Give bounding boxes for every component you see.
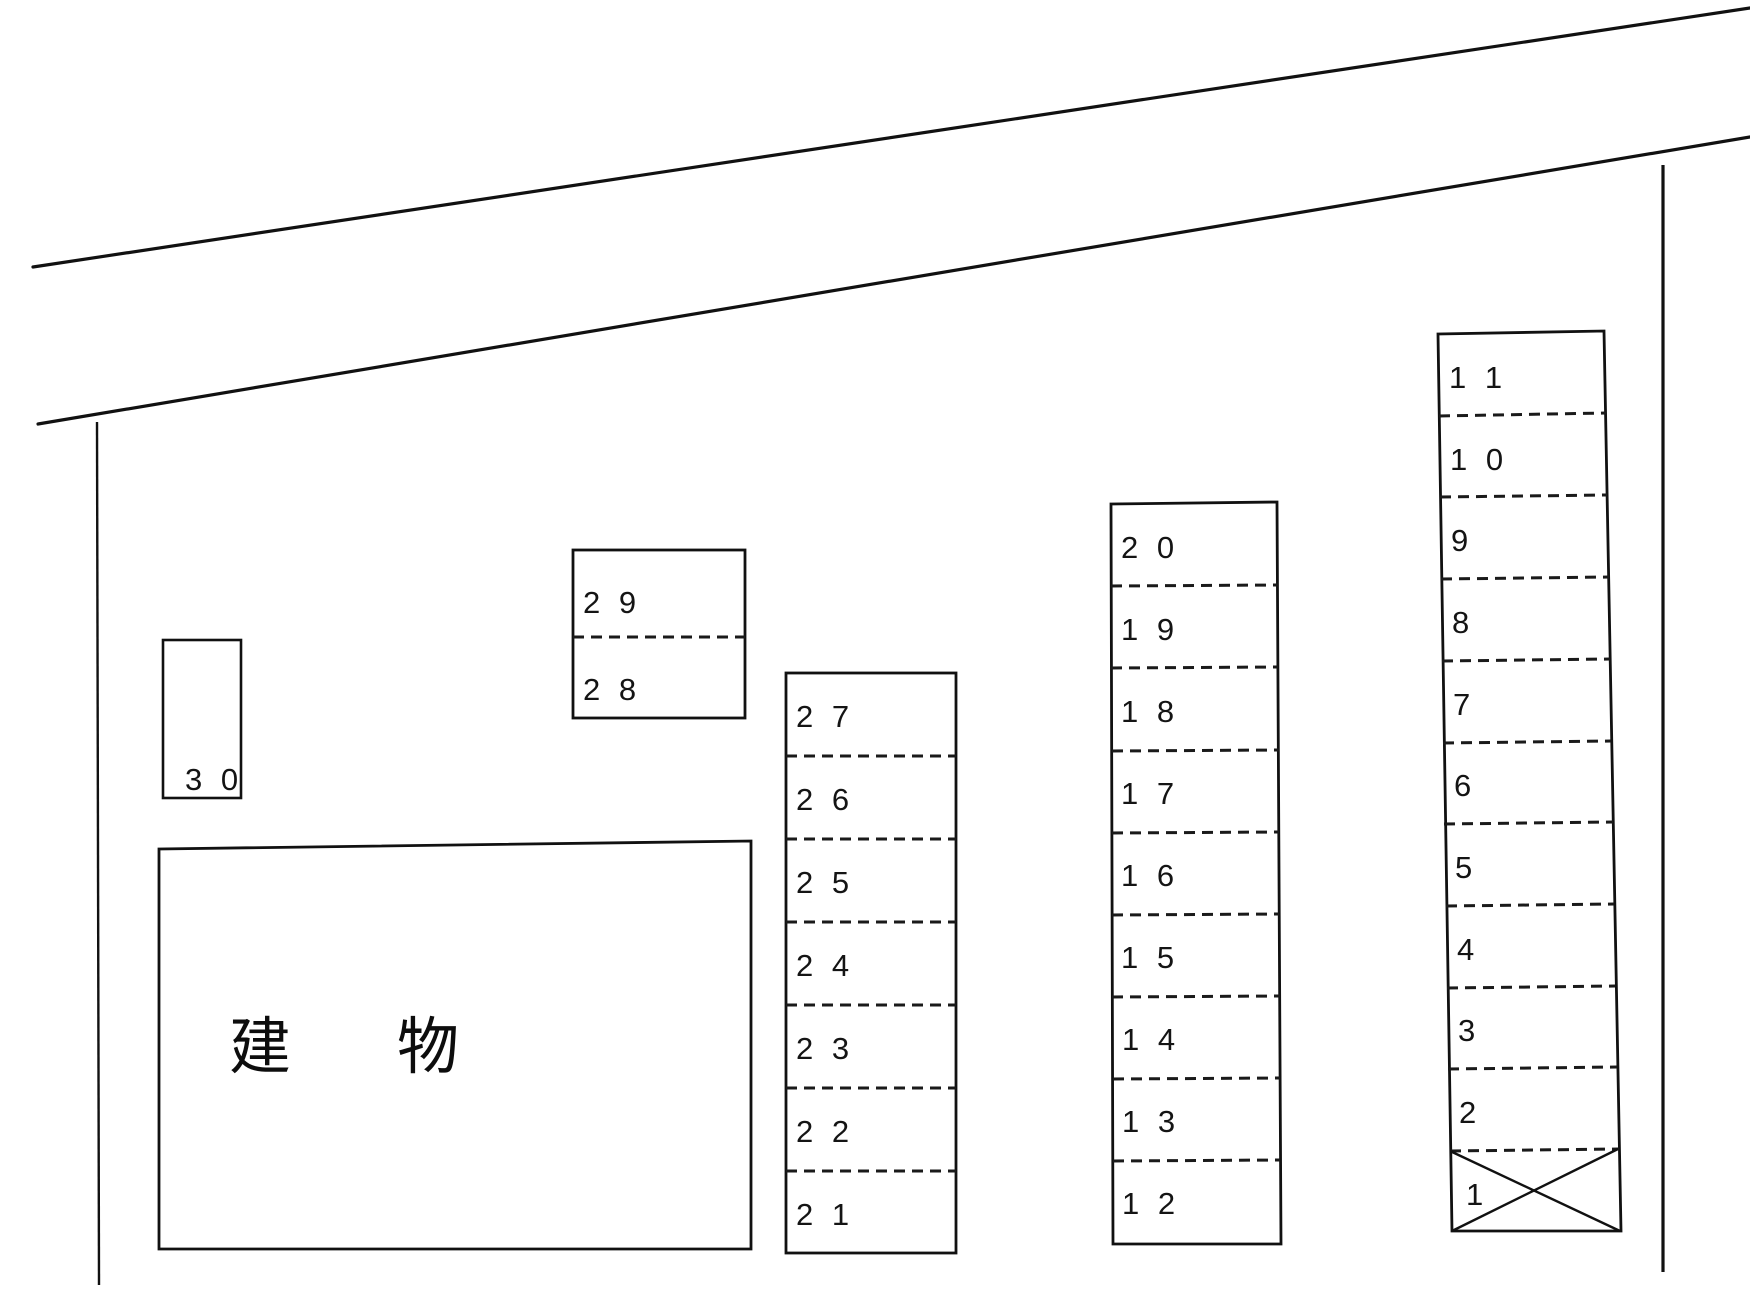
stall-label-23: 2 3 [796, 1031, 854, 1066]
stall-label-21: 2 1 [796, 1197, 854, 1232]
stall-divider-20-19 [1110, 583, 1279, 588]
stall-divider-3-2 [1447, 1065, 1618, 1071]
stall-divider-16-15 [1111, 912, 1280, 917]
stall-divider-7-6 [1442, 739, 1612, 745]
stall-label-14: 1 4 [1122, 1022, 1180, 1057]
stall-label-8: 8 [1452, 605, 1474, 640]
stall-label-28: 2 8 [583, 672, 641, 707]
stall-label-12: 1 2 [1122, 1186, 1180, 1221]
stall-block-28-29[interactable]: 2 9 2 8 [571, 548, 747, 720]
stall-label-7: 7 [1453, 687, 1475, 722]
upper-road-edge [31, 6, 1750, 269]
left-boundary-line [95, 421, 101, 1286]
stall-1-cross-out-mark [1449, 1147, 1621, 1233]
stall-divider-9-8 [1440, 575, 1610, 581]
stall-divider-11-10 [1438, 411, 1607, 418]
stall-label-10: 1 0 [1450, 442, 1508, 477]
stall-label-2: 2 [1459, 1095, 1481, 1130]
stall-divider-10-9 [1439, 493, 1608, 499]
stall-block-12-20[interactable]: 2 0 1 9 1 8 1 7 1 6 1 5 1 4 1 3 1 2 [1109, 500, 1283, 1246]
building-outline[interactable] [157, 839, 753, 1251]
stall-divider-15-14 [1111, 994, 1281, 999]
stall-label-9: 9 [1451, 523, 1473, 558]
stall-label-18: 1 8 [1121, 694, 1179, 729]
stall-divider-18-17 [1111, 748, 1280, 753]
stall-label-22: 2 2 [796, 1114, 854, 1149]
stall-divider-14-13 [1112, 1076, 1281, 1081]
stall-block-28-29-outline[interactable] [571, 548, 747, 720]
stall-dividers-1-11 [1438, 411, 1619, 1153]
stall-label-4: 4 [1457, 932, 1479, 967]
stall-label-5: 5 [1455, 850, 1477, 885]
stall-label-29: 2 9 [583, 585, 641, 620]
stall-divider-4-3 [1446, 984, 1616, 990]
stall-divider-6-5 [1443, 820, 1614, 826]
stall-divider-17-16 [1111, 830, 1280, 835]
building-block[interactable]: 建 物 [157, 839, 753, 1251]
stall-label-16: 1 6 [1121, 858, 1179, 893]
stall-label-27: 2 7 [796, 699, 854, 734]
stall-block-1-11[interactable]: 1 1 1 0 9 8 7 6 5 4 3 2 1 [1436, 329, 1623, 1233]
stall-divider-5-4 [1445, 902, 1615, 908]
stall-block-21-27-outline[interactable] [784, 671, 958, 1255]
building-label: 建 物 [229, 1010, 481, 1083]
stall-label-13: 1 3 [1122, 1104, 1180, 1139]
stall-dividers-21-27 [786, 754, 956, 1173]
stall-label-15: 1 5 [1121, 940, 1179, 975]
stall-divider-13-12 [1112, 1158, 1281, 1163]
stall-label-25: 2 5 [796, 865, 854, 900]
stall-label-20: 2 0 [1121, 530, 1179, 565]
stall-block-single-30[interactable]: 3 0 [161, 638, 243, 800]
stall-divider-8-7 [1441, 657, 1611, 663]
stall-label-17: 1 7 [1121, 776, 1179, 811]
stall-block-21-27[interactable]: 2 7 2 6 2 5 2 4 2 3 2 2 2 1 [784, 671, 958, 1255]
stall-label-30: 3 0 [185, 762, 243, 797]
stall-cell-30[interactable] [161, 638, 243, 800]
road-lines [31, 6, 1750, 426]
stall-dividers-12-20 [1110, 583, 1281, 1163]
stall-label-3: 3 [1458, 1013, 1480, 1048]
site-boundary-lines [95, 165, 1665, 1286]
stall-label-6: 6 [1454, 768, 1476, 803]
stall-divider-2-1 [1449, 1147, 1619, 1153]
stall-label-19: 1 9 [1121, 612, 1179, 647]
stall-label-24: 2 4 [796, 948, 854, 983]
stall-label-26: 2 6 [796, 782, 854, 817]
stall-divider-19-18 [1110, 665, 1279, 670]
stall-label-11: 1 1 [1449, 360, 1507, 395]
stall-block-1-11-outline[interactable] [1436, 329, 1623, 1233]
stall-label-1: 1 [1466, 1177, 1488, 1212]
lower-road-edge [36, 135, 1750, 426]
